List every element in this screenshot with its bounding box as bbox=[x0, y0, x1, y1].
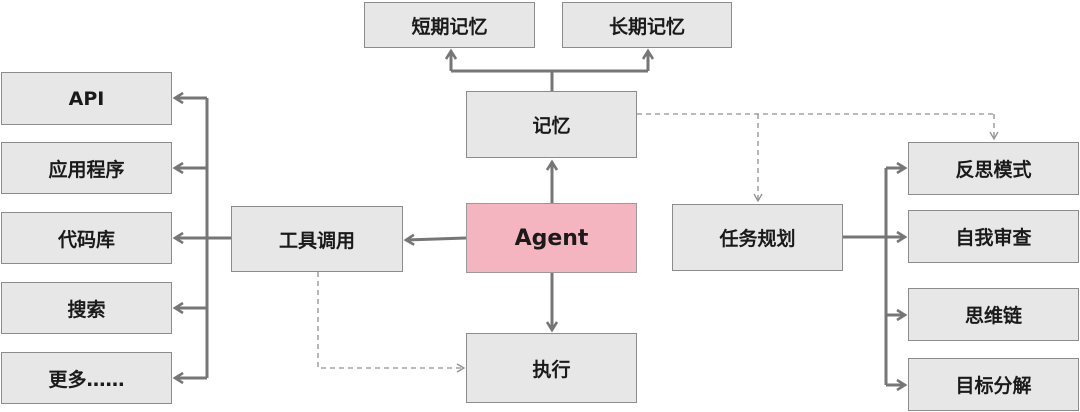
tool-api-node: API bbox=[1, 72, 172, 125]
long-term-memory-node: 长期记忆 bbox=[562, 2, 732, 48]
memory-node: 记忆 bbox=[466, 91, 637, 158]
agent-node: Agent bbox=[466, 203, 637, 273]
tool-code-library-node: 代码库 bbox=[1, 212, 172, 264]
short-term-memory-node: 短期记忆 bbox=[364, 2, 535, 48]
task-planning-node: 任务规划 bbox=[672, 204, 843, 271]
arrow-agent-to-tool-use bbox=[406, 238, 467, 240]
dashed-arrow-tool-to-execution bbox=[317, 272, 466, 373]
tool-application-node: 应用程序 bbox=[1, 142, 172, 194]
tool-use-node: 工具调用 bbox=[231, 206, 403, 272]
planning-reflection-node: 反思模式 bbox=[908, 142, 1079, 195]
tool-search-node: 搜索 bbox=[1, 282, 172, 334]
planning-goal-decomposition-node: 目标分解 bbox=[908, 358, 1079, 411]
planning-chain-of-thought-node: 思维链 bbox=[908, 288, 1079, 341]
tool-more-node: 更多…… bbox=[1, 352, 172, 404]
execution-node: 执行 bbox=[466, 333, 637, 403]
planning-self-review-node: 自我审查 bbox=[908, 210, 1079, 263]
